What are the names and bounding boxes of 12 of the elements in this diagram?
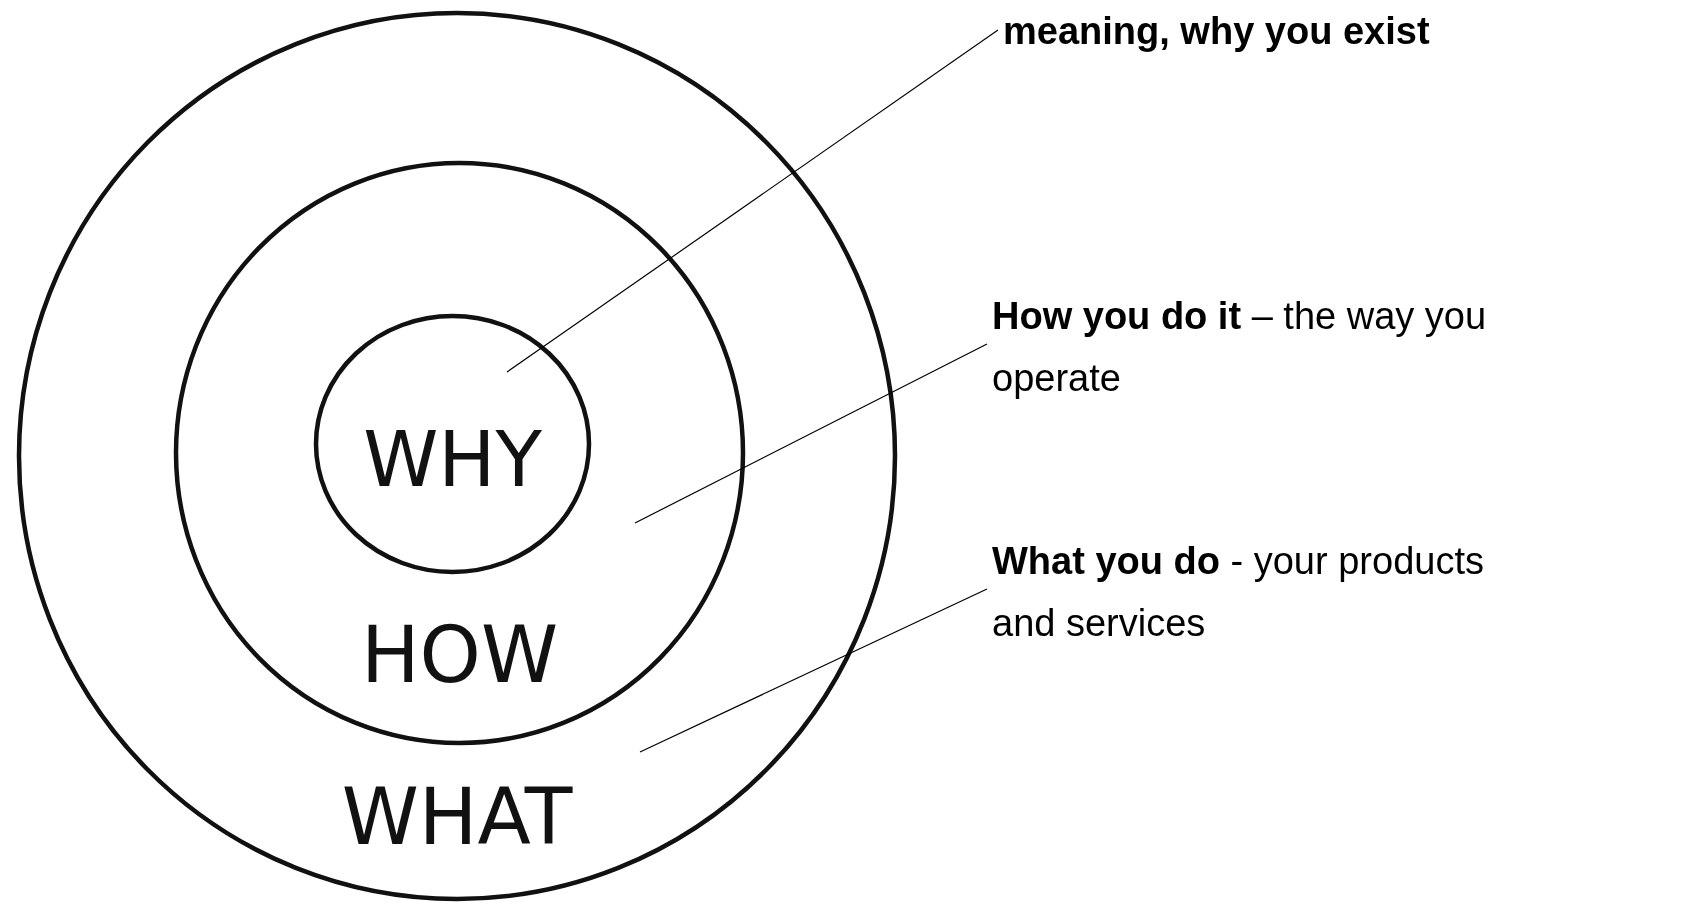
circle-label: WHY [363,415,542,504]
concentric-circle [313,313,592,575]
leader-line [639,588,988,753]
leader-line [634,343,988,524]
concentric-circle [173,160,746,746]
callout-text: What you do - your products and services [992,530,1552,654]
callout-text: How you do it – the way you operate [992,285,1552,409]
concentric-circle [16,10,898,902]
callout-text: meaning, why you exist [1003,0,1623,62]
leader-line [506,29,999,373]
circle-label: WHAT [341,772,573,862]
circle-label: HOW [360,610,559,700]
